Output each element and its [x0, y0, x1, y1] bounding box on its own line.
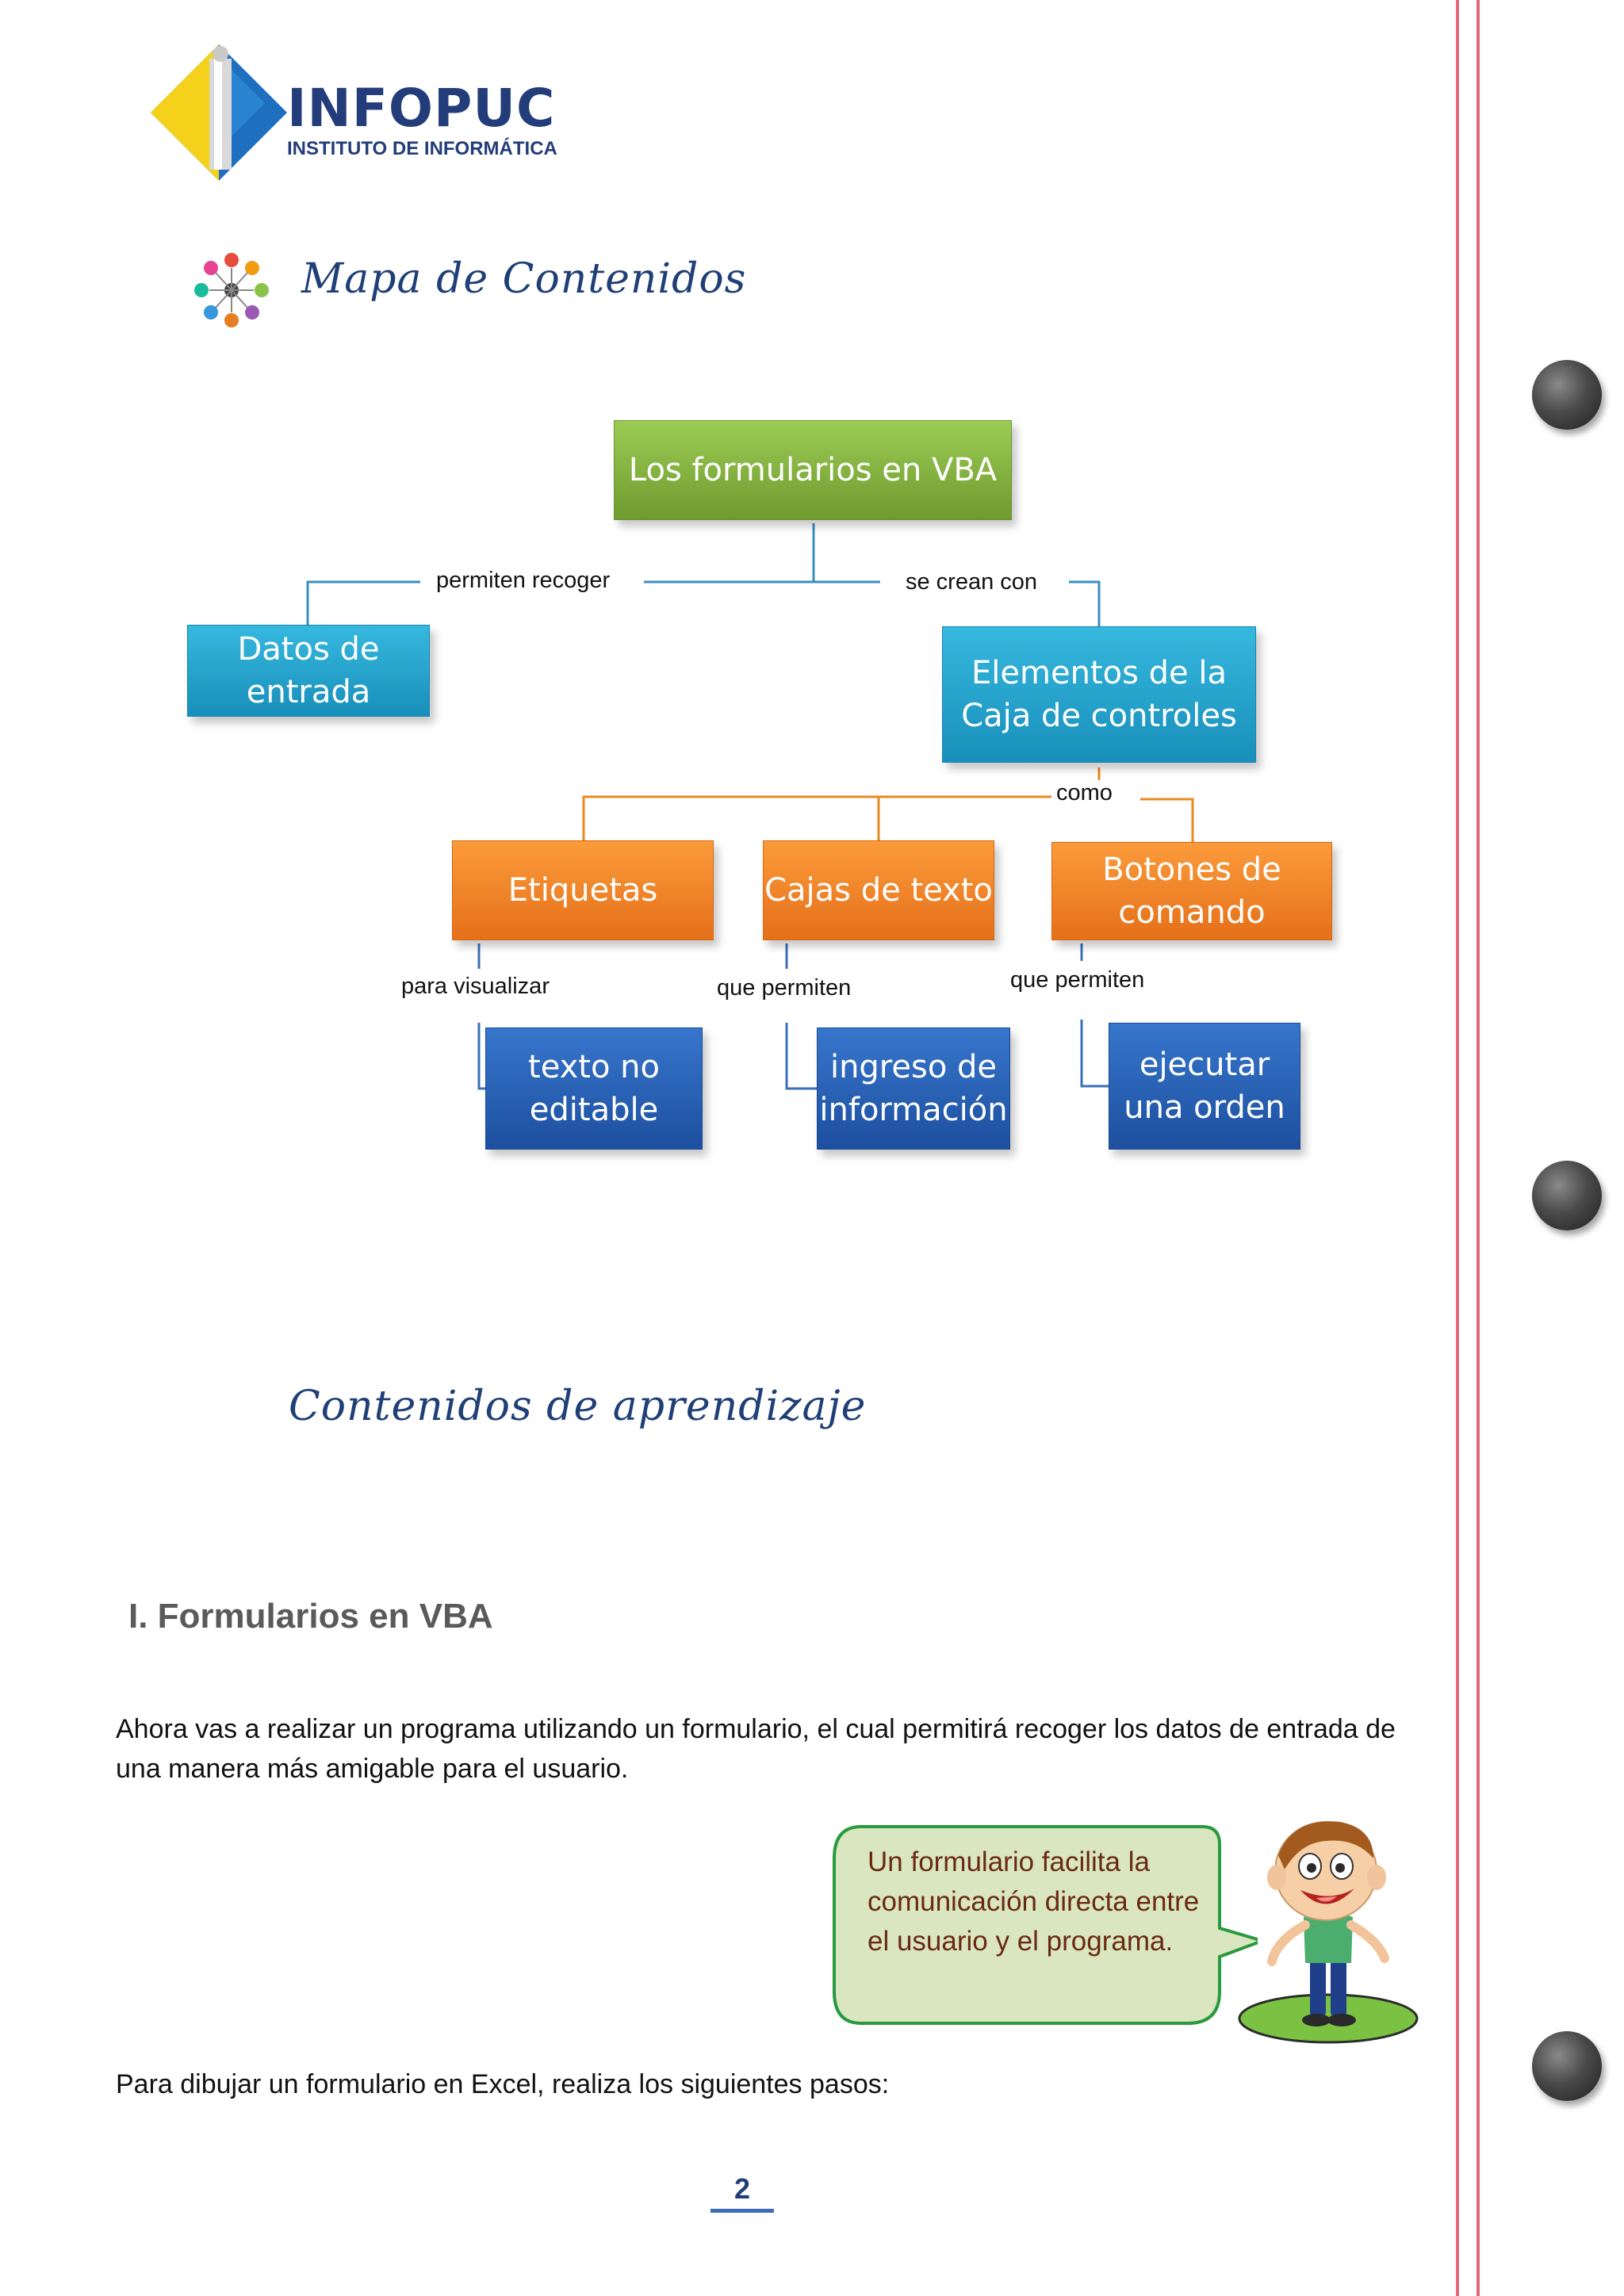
logo-subtitle: INSTITUTO DE INFORMÁTICA — [287, 138, 557, 159]
margin-line-right — [1477, 0, 1480, 2296]
page-number-underline — [710, 2209, 774, 2213]
logo-diamond-icon — [151, 44, 287, 181]
section-heading: I. Formularios en VBA — [128, 1597, 493, 1636]
map-node-etiquetas: Etiquetas — [452, 840, 714, 940]
map-left-node: Datos de entrada — [187, 625, 430, 717]
map-node-botones-de-comando: Botones de comando — [1051, 842, 1332, 940]
page-number: 2 — [733, 2172, 751, 2205]
learning-contents-title: Contenidos de aprendizaje — [289, 1383, 867, 1430]
binder-ring-top — [1532, 360, 1602, 430]
map-right-node: Elementos de la Caja de controles — [942, 626, 1256, 763]
map-root-node: Los formularios en VBA — [614, 420, 1012, 520]
map-link-left: permiten recoger — [431, 568, 615, 594]
intro-paragraph: Ahora vas a realizar un programa utiliza… — [116, 1714, 1396, 1784]
map-node-cajas-de-texto: Cajas de texto — [763, 840, 994, 940]
map-link-que-permiten-1: que permiten — [712, 975, 856, 1001]
map-result-texto-no-editable: texto no editable — [485, 1027, 703, 1150]
speech-bubble-shape — [833, 1825, 1258, 2025]
infopuc-logo: INFOPUC INSTITUTO DE INFORMÁTICA — [147, 41, 576, 184]
margin-line-left — [1456, 0, 1459, 2296]
content-map-title: Mapa de Contenidos — [301, 255, 747, 303]
map-link-para-visualizar: para visualizar — [396, 974, 554, 1000]
cartoon-boy-illustration — [1238, 1821, 1419, 2044]
steps-intro-paragraph: Para dibujar un formulario en Excel, rea… — [116, 2069, 890, 2099]
concept-map-connectors — [306, 523, 1194, 1090]
map-result-ejecutar-una-orden: ejecutar una orden — [1109, 1023, 1300, 1150]
map-link-como: como — [1051, 780, 1117, 806]
binder-ring-bottom — [1532, 2031, 1602, 2101]
logo-name: INFOPUC — [287, 78, 556, 139]
binder-ring-middle — [1532, 1161, 1602, 1230]
map-link-right: se crean con — [901, 569, 1043, 595]
content-map-icon — [190, 249, 273, 331]
speech-bubble-text: Un formulario facilita la comunicación d… — [868, 1846, 1200, 1957]
map-link-que-permiten-2: que permiten — [1005, 967, 1150, 993]
map-result-ingreso-de-informacion: ingreso de información — [817, 1027, 1010, 1150]
